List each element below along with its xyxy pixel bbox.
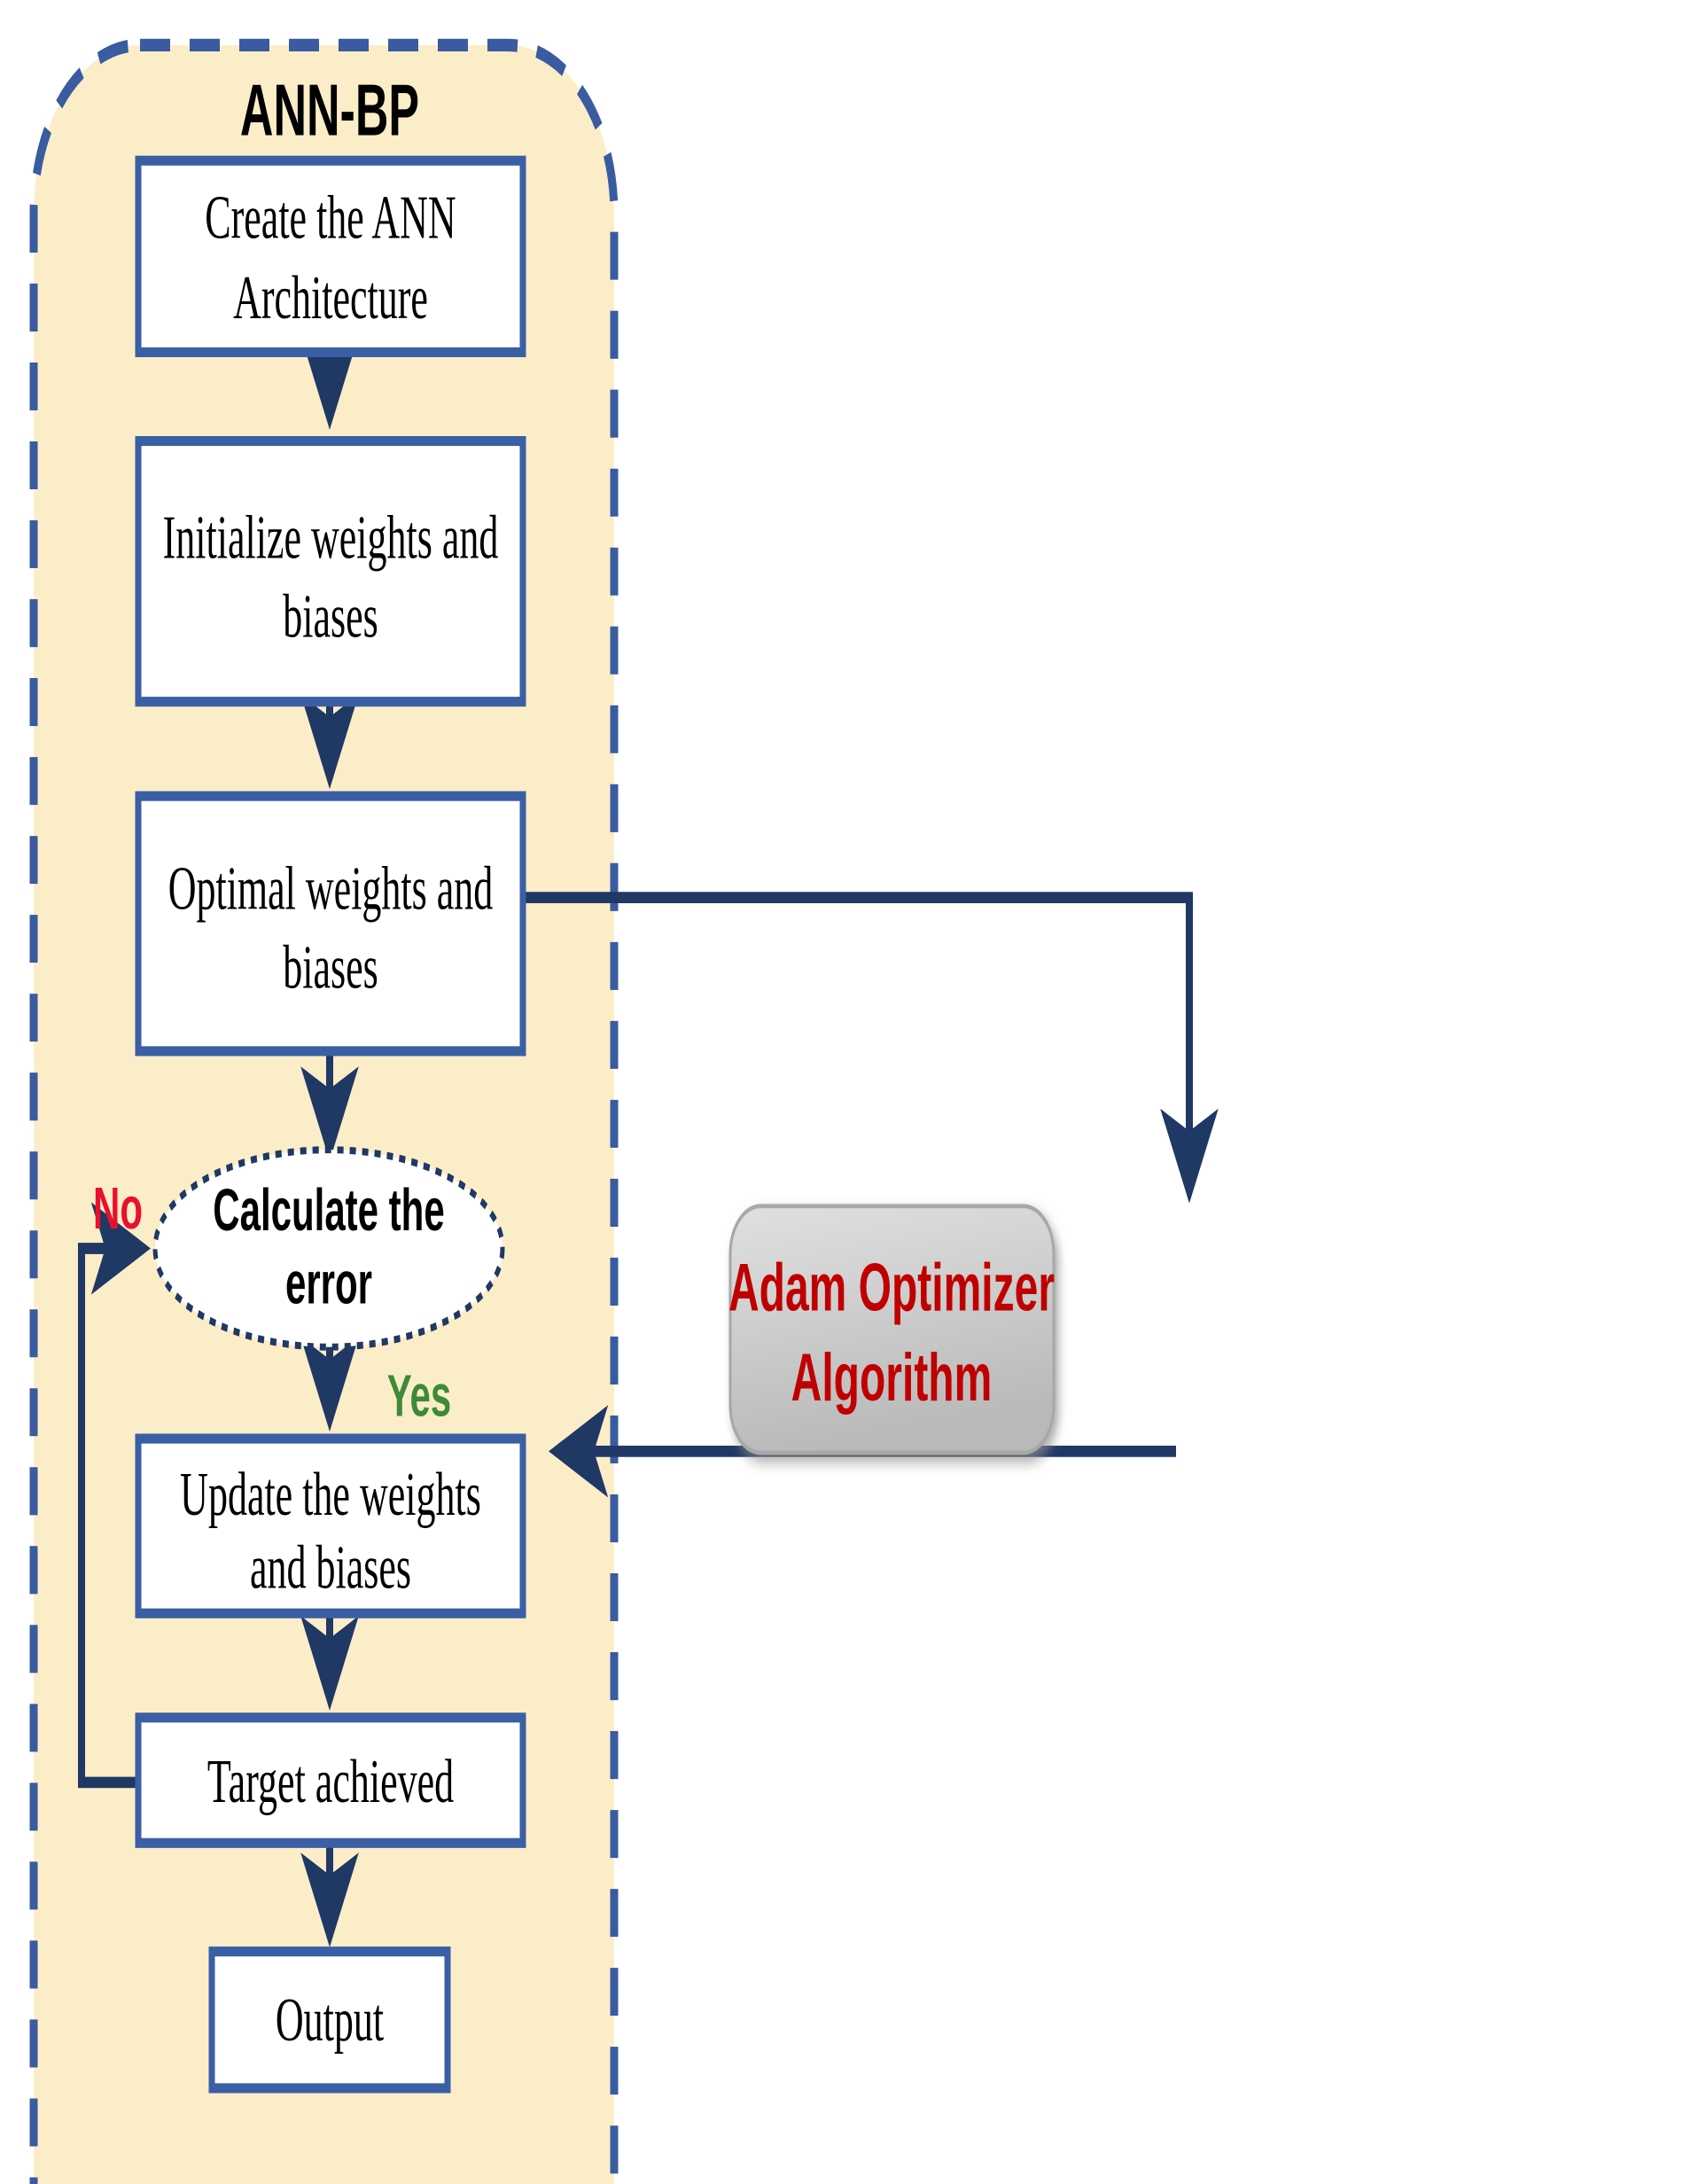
node-optimal-label-line1: Optimal weights and — [168, 854, 494, 923]
edge-target-to-calcerror-no — [78, 1202, 151, 1789]
node-calcerror-label-line2: error — [285, 1251, 372, 1316]
node-adam-optimizer[interactable]: Adam Optimizer Algorithm — [728, 1204, 1056, 1455]
node-update-label-line2: and biases — [250, 1533, 411, 1602]
node-output[interactable]: Output — [208, 1946, 451, 2094]
node-optimal-label-line2: biases — [283, 932, 378, 1002]
node-target-achieved[interactable]: Target achieved — [135, 1712, 526, 1848]
branch-label-no: No — [93, 1175, 143, 1241]
node-calculate-error[interactable]: Calculate the error — [152, 1146, 505, 1351]
node-update-weights-biases[interactable]: Update the weights and biases — [135, 1433, 526, 1618]
ann-bp-group-container — [29, 38, 619, 2184]
node-calcerror-label-line1: Calculate the — [213, 1177, 444, 1243]
node-adam-label-line2: Algorithm — [791, 1339, 993, 1416]
node-create-ann-architecture[interactable]: Create the ANN Architecture — [135, 155, 526, 357]
node-update-label-line1: Update the weights — [180, 1460, 481, 1529]
branch-label-yes: Yes — [387, 1363, 451, 1429]
node-output-label: Output — [276, 1985, 384, 2055]
node-create-label-line1: Create the ANN — [205, 183, 456, 252]
node-adam-label-line1: Adam Optimizer — [728, 1249, 1055, 1325]
group-title: ANN-BP — [240, 68, 419, 151]
node-init-label-line2: biases — [283, 581, 378, 651]
node-init-label-line1: Initialize weights and — [163, 503, 499, 572]
node-initialize-weights-biases[interactable]: Initialize weights and biases — [135, 436, 526, 707]
node-create-label-line2: Architecture — [233, 263, 428, 332]
node-optimal-weights-biases[interactable]: Optimal weights and biases — [135, 791, 526, 1057]
node-target-label: Target achieved — [207, 1747, 454, 1816]
edge-init-to-adam — [523, 892, 1219, 1204]
